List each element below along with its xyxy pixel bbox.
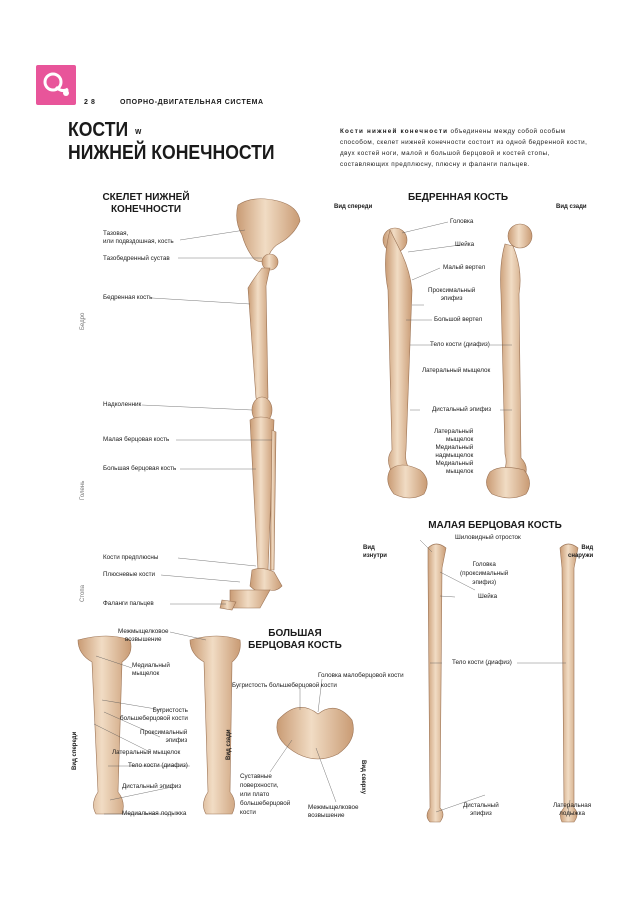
label-patella: Надколенник xyxy=(103,401,142,408)
femur-label-greater-trochanter: Большой вертел xyxy=(434,316,483,323)
tibia-label-intercondylar-eminence: Межмыщелковое возвышение xyxy=(118,628,169,643)
tibia-view-top: Вид сверху xyxy=(360,760,366,795)
section-logo-icon xyxy=(36,65,76,105)
fibula-outside xyxy=(559,543,579,823)
label-tarsus: Кости предплюсны xyxy=(103,554,159,561)
fibula-label-styloid: Шиловидный отросток xyxy=(455,534,521,541)
femur-bone xyxy=(247,267,271,403)
fibula-label-distal: Дистальный эпифиз xyxy=(463,802,499,817)
femur-heading: БЕДРЕННАЯ КОСТЬ xyxy=(407,192,509,203)
tibia-front xyxy=(77,635,132,815)
phalanges-bones xyxy=(219,599,237,611)
fibula-label-neck: Шейка xyxy=(478,593,498,600)
tarsus-bones xyxy=(249,568,283,593)
tibia-label-medial-condyle: Медиальный мыщелок xyxy=(132,662,170,677)
fibula-inside xyxy=(426,543,447,823)
tibia-heading: БОЛЬШАЯ БЕРЦОВАЯ КОСТЬ xyxy=(248,628,342,651)
femur-head-bone xyxy=(261,253,279,271)
title-line-2: НИЖНЕЙ КОНЕЧНОСТИ xyxy=(68,141,275,164)
page-title: КОСТИ w НИЖНЕЙ КОНЕЧНОСТИ xyxy=(68,119,275,164)
femur-view-back: Вид сзади xyxy=(556,204,587,210)
skeleton-heading: СКЕЛЕТ НИЖНЕЙ КОНЕЧНОСТИ xyxy=(102,192,190,215)
label-phalanges: Фаланги пальцев xyxy=(103,600,154,607)
tibia-label-proximal-epiphysis: Проксимальный эпифиз xyxy=(140,729,188,744)
tibia-label-eminence-top: Межмыщелковое возвышение xyxy=(308,804,359,819)
region-foot: Стопа xyxy=(80,585,86,602)
tibia-figures xyxy=(77,635,354,815)
femur-back-condyles xyxy=(486,467,530,499)
tibia-top xyxy=(276,707,354,760)
intro-paragraph: Кости нижней конечности объединены между… xyxy=(340,126,595,170)
femur-figures xyxy=(382,223,533,499)
region-thigh: Бедро xyxy=(80,312,86,330)
tibia-view-front: Вид спереди xyxy=(72,731,78,770)
femur-label-lateral-condyle: Латеральный мыщелок xyxy=(422,367,491,374)
femur-view-front: Вид спереди xyxy=(334,204,373,210)
section-name: ОПОРНО-ДВИГАТЕЛЬНАЯ СИСТЕМА xyxy=(120,99,264,106)
tibia-label-distal-epiphysis: Дистальный эпифиз xyxy=(122,783,182,790)
label-femur: Бедренная кость xyxy=(103,294,153,301)
femur-back-head xyxy=(507,223,533,249)
femur-label-head: Головка xyxy=(450,218,474,225)
skeleton-figure xyxy=(219,198,301,611)
tibia-label-lateral-condyle: Латеральный мыщелок xyxy=(112,749,181,756)
page-number: 2 8 xyxy=(84,99,96,106)
tibia-label-medial-malleolus: Медиальная лодыжка xyxy=(122,810,187,817)
fibula-figures xyxy=(426,543,579,823)
tibia-label-tuberosity: Бугристость большеберцовой кости xyxy=(120,707,188,722)
femur-label-shaft: Тело кости (диафиз) xyxy=(430,341,490,348)
femur-back-shaft xyxy=(498,243,527,483)
femur-label-proximal-epiphysis: Проксимальный эпифиз xyxy=(428,287,476,302)
tibia-label-tuberosity-top: Бугристость большеберцовой кости xyxy=(232,682,337,689)
fibula-label-lateral-malleolus: Латеральная лодыжка xyxy=(553,802,592,817)
region-shin: Голень xyxy=(80,480,86,500)
femur-front-condyles xyxy=(387,464,428,499)
leader-lines xyxy=(93,221,571,815)
fibula-bone xyxy=(269,429,277,571)
title-mark: w xyxy=(135,125,142,136)
title-line-1: КОСТИ xyxy=(68,119,129,141)
fibula-heading: МАЛАЯ БЕРЦОВАЯ КОСТЬ xyxy=(428,520,562,531)
tibia-label-fibula-head: Головка малоберцовой кости xyxy=(318,672,404,679)
femur-label-condyles: Латеральный мыщелок Медиальный надмыщело… xyxy=(434,428,474,475)
label-fibula: Малая берцовая кость xyxy=(103,436,170,443)
fibula-label-shaft: Тело кости (диафиз) xyxy=(452,659,512,666)
fibula-label-head: Головка (проксимальный эпифиз) xyxy=(460,561,509,586)
label-metatarsus: Плюсневые кости xyxy=(103,571,156,578)
tibia-label-shaft: Тело кости (диафиз) xyxy=(128,762,188,769)
label-tibia: Большая берцовая кость xyxy=(103,465,177,472)
femur-label-lesser-trochanter: Малый вертел xyxy=(443,264,486,271)
tibia-label-articular-surfaces: Суставные поверхности, или плато большеб… xyxy=(240,773,291,816)
fibula-view-outside: Вид снаружи xyxy=(568,545,594,559)
femur-front-shaft xyxy=(385,229,413,477)
femur-label-distal-epiphysis: Дистальный эпифиз xyxy=(432,406,492,413)
intro-text: объединены между собой особым способом, … xyxy=(340,128,588,168)
metatarsus-bones xyxy=(229,589,271,609)
pelvis-bone xyxy=(236,198,301,262)
tibia-view-back: Вид сзади xyxy=(226,729,232,760)
fibula-view-inside: Вид изнутри xyxy=(363,545,387,559)
intro-lead: Кости нижней конечности xyxy=(340,128,449,135)
label-hip-joint: Тазобедренный сустав xyxy=(103,255,170,262)
tibia-back xyxy=(189,635,241,815)
label-pelvis: Тазовая, или подвздошная, кость xyxy=(103,230,174,245)
femur-label-neck: Шейка xyxy=(455,241,475,248)
